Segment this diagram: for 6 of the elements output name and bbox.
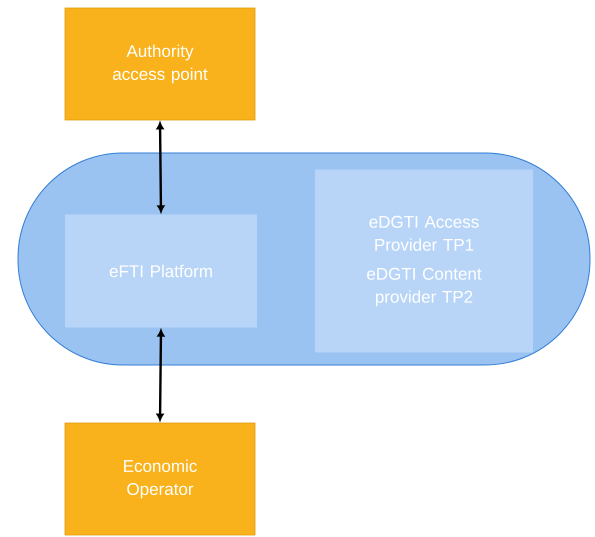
component-box: eDGTI Access Provider TP1 eDGTI Content provider TP2 — [315, 170, 533, 352]
process-box: Authority access point — [64, 8, 256, 120]
component-box: eFTI Platform — [65, 214, 257, 328]
arrow — [156, 330, 164, 421]
arrow — [156, 122, 164, 212]
process-box: Economic Operator — [64, 422, 256, 536]
